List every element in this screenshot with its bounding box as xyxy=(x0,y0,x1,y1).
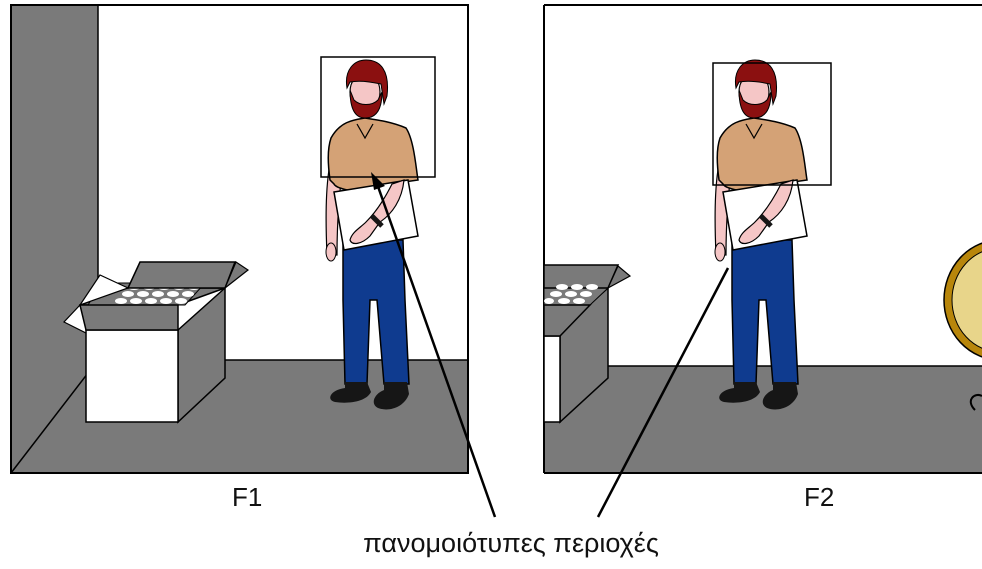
caption: πανομοιότυπες περιοχές xyxy=(0,528,982,559)
caption-text: πανομοιότυπες περιοχές xyxy=(363,528,659,558)
frame-f2 xyxy=(544,5,982,473)
frame-label-f1: F1 xyxy=(232,482,262,513)
frame-label-f2: F2 xyxy=(804,482,834,513)
frame-f1 xyxy=(11,5,468,473)
floor-f2 xyxy=(544,366,982,473)
